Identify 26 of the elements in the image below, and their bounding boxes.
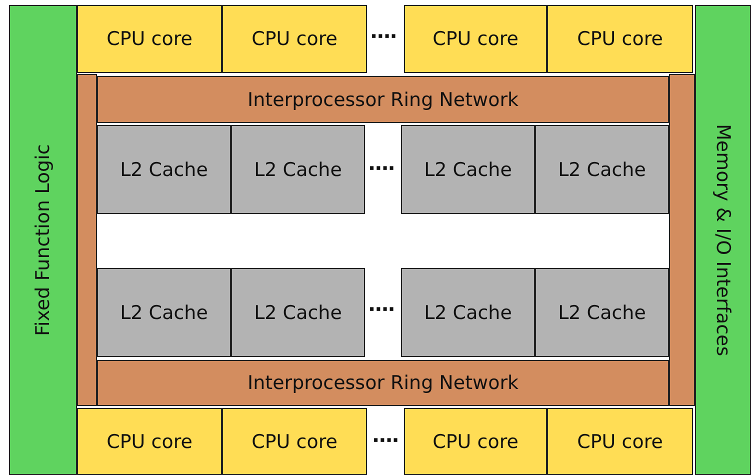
cpu-core-block: CPU core [547,408,693,475]
ellipsis-label: ···· [368,297,394,321]
cpu-core-block: CPU core [547,5,693,73]
cache-block: L2 Cache [401,268,535,357]
cpu-core-block: CPU core [222,5,367,73]
ring-network-bar: Interprocessor Ring Network [97,76,669,123]
cache-block: L2 Cache [535,125,669,214]
ring-side-bar [77,74,97,406]
ring-network-bar: Interprocessor Ring Network [97,360,669,406]
ellipsis-label: ···· [368,156,394,180]
cache-block: L2 Cache [231,268,365,357]
cpu-core-block: CPU core [404,5,547,73]
cpu-core-block: CPU core [77,408,222,475]
ring-side-bar [669,74,695,406]
cache-block: L2 Cache [535,268,669,357]
cpu-core-block: CPU core [222,408,367,475]
logic-panel: Fixed Function Logic [9,5,77,475]
cache-block: L2 Cache [97,125,231,214]
ellipsis-label: ···· [372,428,398,452]
cpu-core-block: CPU core [404,408,547,475]
cpu-core-block: CPU core [77,5,222,73]
cache-block: L2 Cache [97,268,231,357]
cache-block: L2 Cache [401,125,535,214]
cache-block: L2 Cache [231,125,365,214]
logic-panel: Memory & I/O Interfaces [695,5,751,475]
ellipsis-label: ···· [370,24,396,48]
